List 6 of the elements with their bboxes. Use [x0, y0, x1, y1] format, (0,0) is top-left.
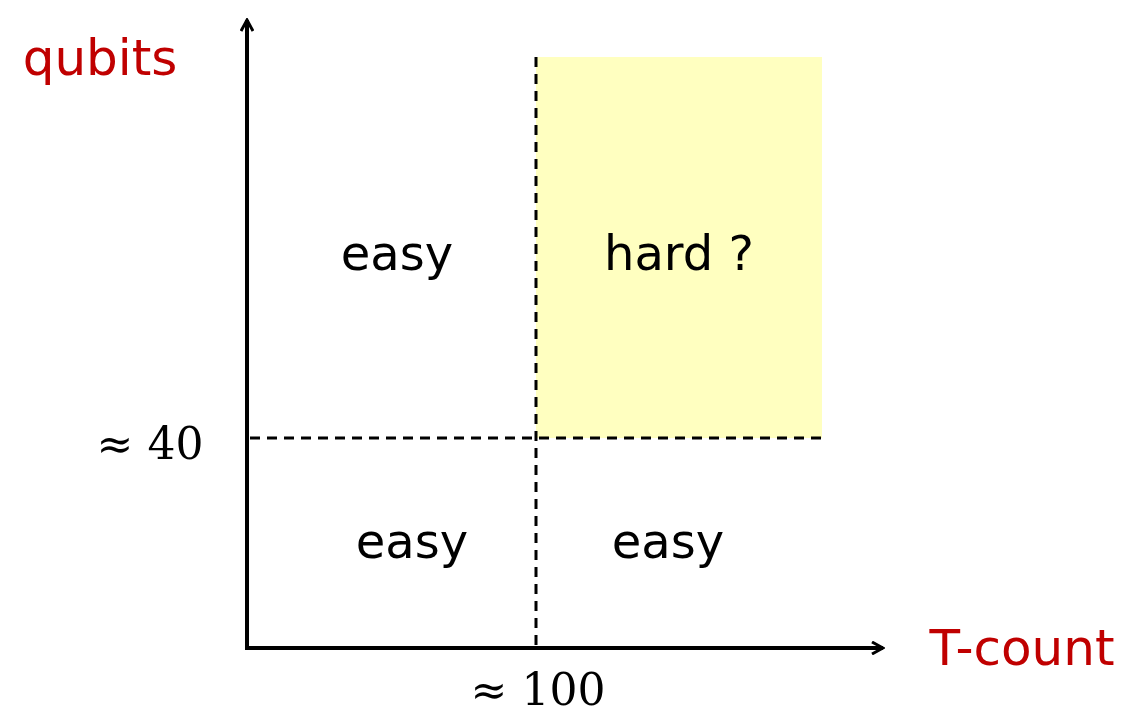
tick-label: ≈ 100: [470, 668, 606, 712]
tick-label: ≈ 40: [96, 422, 204, 466]
axis-title: T-count: [929, 623, 1115, 673]
region-label: hard ?: [604, 229, 754, 277]
axis-title: qubits: [22, 33, 178, 83]
shaded-region: [536, 57, 822, 438]
